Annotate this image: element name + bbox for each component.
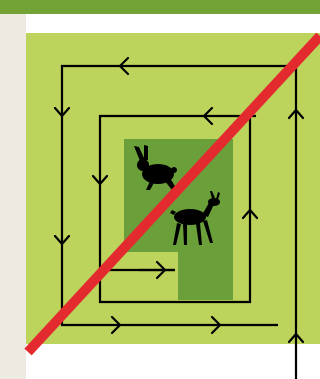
spiral-road-diagram: [0, 0, 320, 379]
diagram-stage: [0, 0, 320, 379]
